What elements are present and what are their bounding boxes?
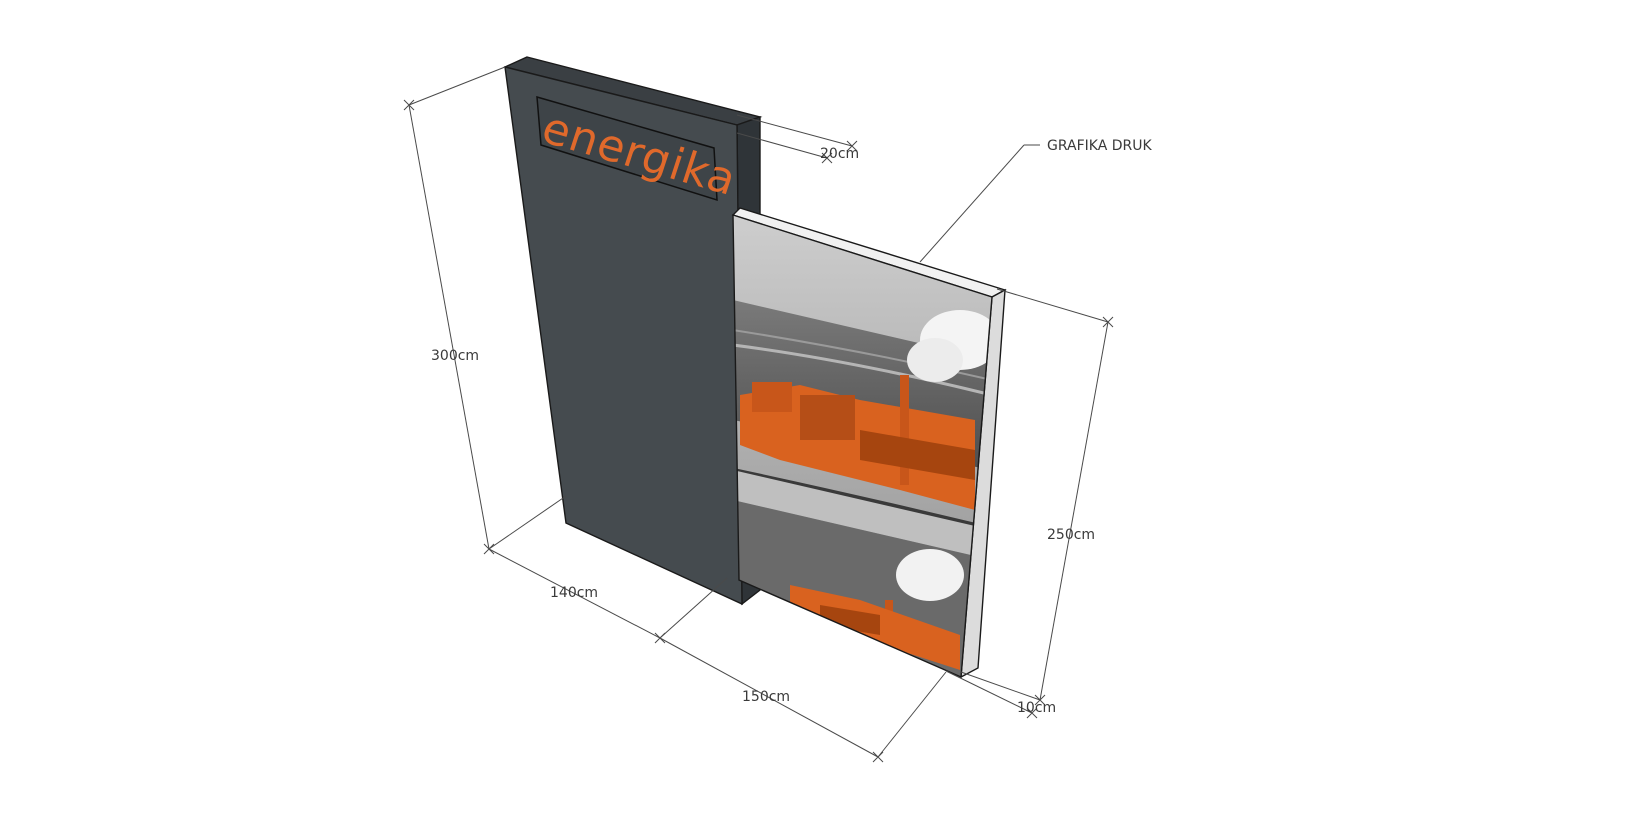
callout-print: GRAFIKA DRUK [919,138,1152,263]
pylon-front-face [504,66,743,606]
dimension-150cm-label: 150cm [742,689,790,705]
logo-frame [536,95,718,202]
dimension-140cm: 140cm [488,548,728,644]
graphic-panel [731,207,1007,679]
dimension-10cm-label: 10cm [1017,700,1056,716]
dimension-20cm: 20cm [736,114,859,164]
dimension-20cm-label: 20cm [820,146,859,162]
panel-outline [732,214,993,679]
callout-print-label: GRAFIKA DRUK [1047,138,1152,154]
dimension-250cm-label: 250cm [1047,527,1095,543]
dimension-140cm-label: 140cm [550,585,598,601]
panel-print-graphic [733,215,992,677]
dimension-300cm-label: 300cm [431,348,479,364]
dimension-250cm: 250cm [960,288,1114,706]
dimension-300cm: 300cm [403,66,567,555]
dimension-10cm: 10cm [945,670,1056,719]
dimension-150cm: 150cm [659,637,947,763]
